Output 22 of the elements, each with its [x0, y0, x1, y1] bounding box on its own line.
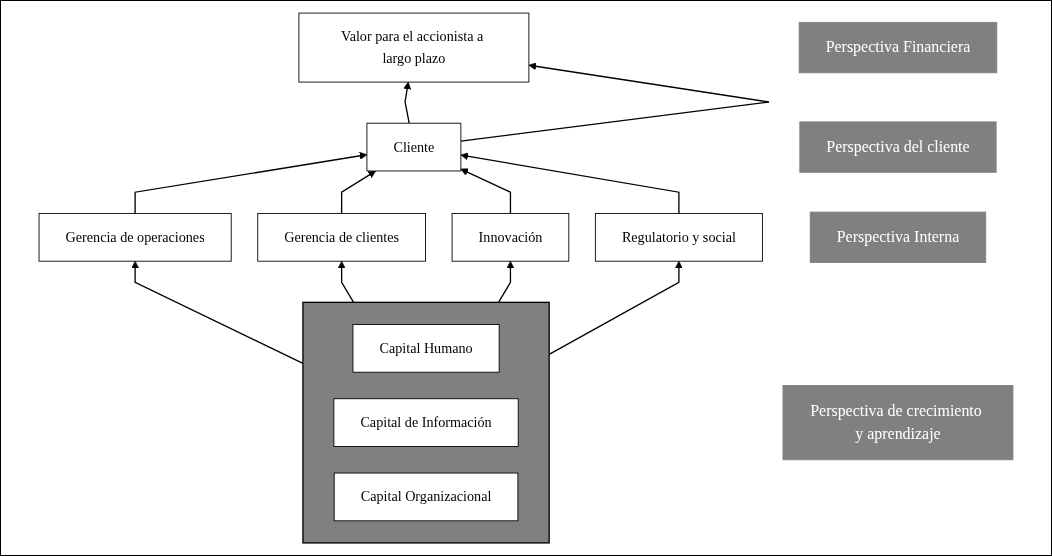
- node-box: Gerencia de operaciones: [38, 213, 232, 262]
- arrow: [497, 260, 515, 303]
- node-box: Regulatorio y social: [594, 213, 763, 262]
- arrow: [460, 62, 770, 142]
- arrow: [340, 170, 376, 215]
- arrow: [460, 168, 512, 215]
- arrow: [403, 81, 411, 124]
- node-box: Perspectiva del cliente: [799, 121, 997, 173]
- node-box: Perspectiva Financiera: [798, 21, 998, 74]
- node-box: Valor para el accionista a largo plazo: [298, 12, 530, 83]
- node-box: Perspectiva de crecimiento y aprendizaje: [782, 385, 1014, 461]
- node-box: Cliente: [366, 122, 462, 172]
- node-box: Gerencia de clientes: [257, 213, 426, 262]
- node-box: Capital Humano: [352, 324, 500, 373]
- arrow: [134, 151, 368, 215]
- node-box: Capital de Información: [333, 398, 519, 447]
- arrow: [337, 260, 355, 303]
- arrow: [460, 152, 680, 215]
- node-box: Innovación: [451, 213, 570, 262]
- cluster: [302, 301, 550, 544]
- node-box: Capital Organizacional: [333, 472, 519, 522]
- node-box: Perspectiva Interna: [809, 211, 987, 263]
